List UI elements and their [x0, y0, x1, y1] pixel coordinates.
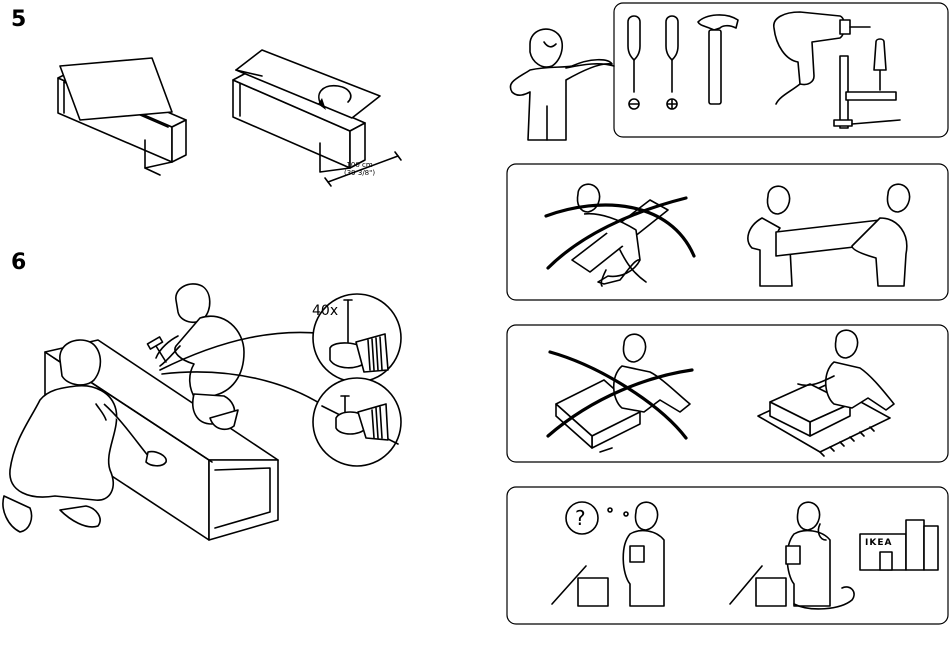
ikea-store-sign: IKEA	[865, 538, 892, 548]
question-mark-label: ?	[575, 506, 586, 530]
instruction-figure-pointing	[510, 29, 612, 140]
tools-panel	[510, 3, 948, 140]
